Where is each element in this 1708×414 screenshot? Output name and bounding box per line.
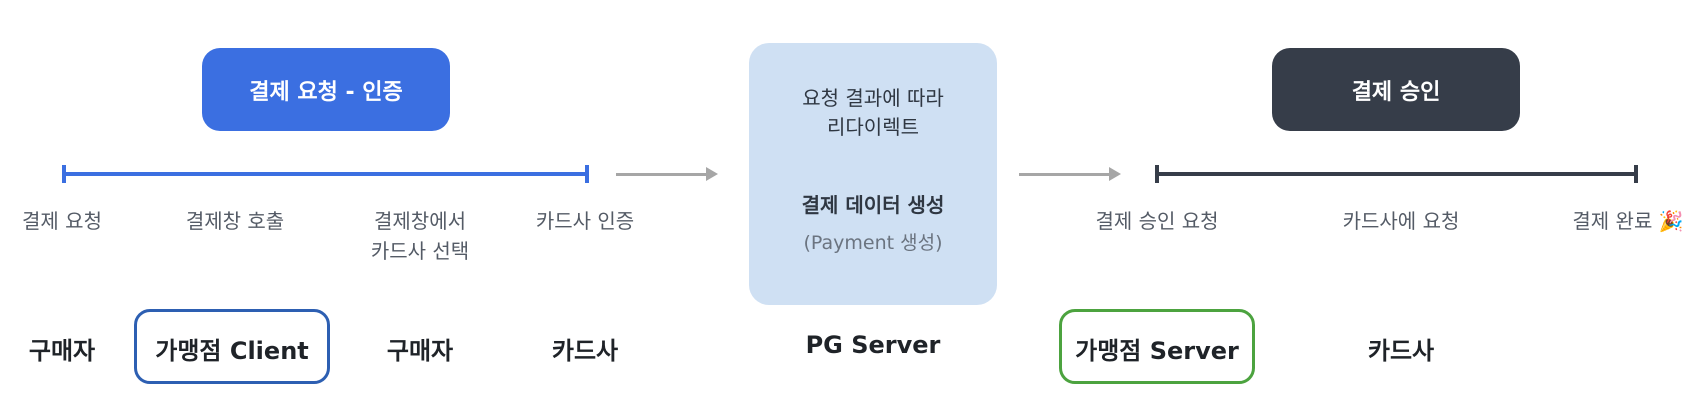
actor-buyer: 구매자 [28, 337, 96, 365]
client-highlight-ring [134, 309, 330, 384]
step-select-card-line2: 카드사 선택 [370, 239, 470, 263]
actor-merchant-server: 가맹점 Server [1075, 337, 1239, 365]
auth-phase-box: 결제 요청 - 인증 [202, 48, 450, 131]
actor-merchant-client: 가맹점 Client [155, 337, 309, 365]
approve-timeline-bar [1155, 172, 1638, 176]
approve-phase-label: 결제 승인 [1351, 79, 1441, 105]
actor-card-company-2: 카드사 [1367, 337, 1435, 365]
auth-timeline-bar [62, 172, 588, 176]
approve-phase-box: 결제 승인 [1272, 48, 1520, 131]
pg-redirect-line1: 요청 결과에 따라 [802, 86, 944, 110]
pg-create-payment: (Payment 생성) [803, 232, 943, 254]
step-card-auth: 카드사 인증 [535, 209, 635, 233]
pg-create-data: 결제 데이터 생성 [801, 193, 945, 217]
step-approve-request: 결제 승인 요청 [1095, 209, 1219, 233]
step-open-payment-window: 결제창 호출 [185, 209, 285, 233]
pg-process-box: 요청 결과에 따라 리다이렉트 결제 데이터 생성 (Payment 생성) [749, 43, 997, 305]
auth-timeline-end-tick [585, 165, 589, 183]
step-payment-complete: 결제 완료 🎉 [1572, 209, 1684, 233]
server-highlight-ring [1059, 309, 1255, 384]
auth-timeline-start-tick [62, 165, 66, 183]
auth-phase-label: 결제 요청 - 인증 [249, 79, 403, 105]
step-payment-request: 결제 요청 [22, 209, 102, 233]
actor-card-company: 카드사 [551, 337, 619, 365]
pg-redirect-line2: 리다이렉트 [827, 115, 919, 139]
actor-pg-server: PG Server [805, 331, 941, 359]
actor-buyer-2: 구매자 [386, 337, 454, 365]
approve-timeline-end-tick [1634, 165, 1638, 183]
step-request-card-company: 카드사에 요청 [1342, 209, 1460, 233]
step-select-card-line1: 결제창에서 [374, 209, 466, 233]
approve-timeline-start-tick [1155, 165, 1159, 183]
